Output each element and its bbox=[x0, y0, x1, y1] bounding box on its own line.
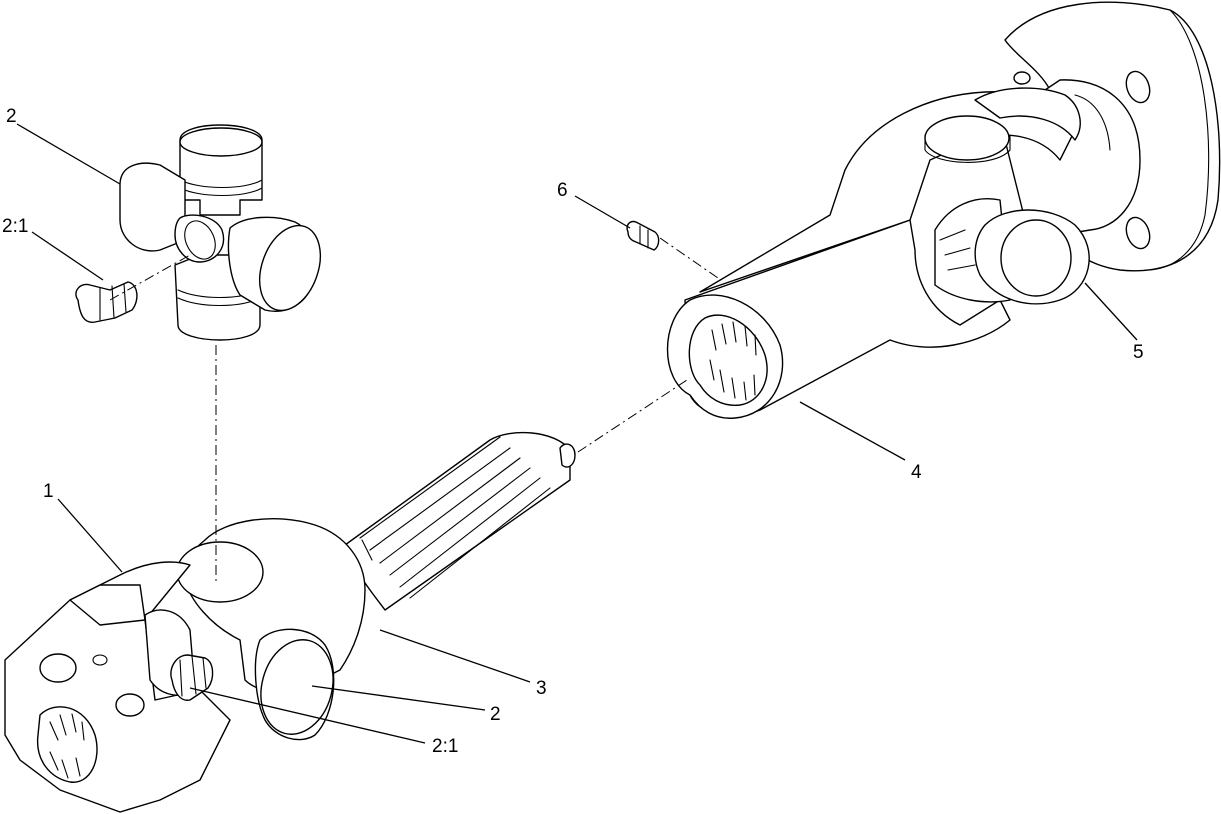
callout-2-1-top: 2:1 bbox=[2, 216, 28, 237]
callout-labels: 2 2:1 1 6 5 4 3 2 2:1 bbox=[2, 106, 1144, 757]
grease-fitting-2-1-top bbox=[75, 281, 138, 323]
callout-5: 5 bbox=[1133, 342, 1144, 363]
cross-bearing-2 bbox=[119, 124, 322, 341]
callout-6: 6 bbox=[557, 180, 568, 201]
grease-fitting-2-1-bottom bbox=[170, 654, 214, 701]
callout-2-bottom: 2 bbox=[490, 704, 501, 725]
callout-2-1-bottom: 2:1 bbox=[432, 736, 458, 757]
assembly-centerlines bbox=[109, 237, 719, 585]
grease-fitting-6 bbox=[626, 220, 660, 251]
leader-lines bbox=[16, 123, 1138, 744]
splined-shaft-yoke-3 bbox=[176, 431, 576, 741]
callout-3: 3 bbox=[536, 678, 547, 699]
callout-1: 1 bbox=[43, 481, 54, 502]
housing-yoke-1 bbox=[4, 561, 231, 813]
slip-yoke-tube-4 bbox=[666, 87, 1090, 419]
callout-2-top: 2 bbox=[6, 106, 17, 127]
callout-4: 4 bbox=[911, 462, 922, 483]
